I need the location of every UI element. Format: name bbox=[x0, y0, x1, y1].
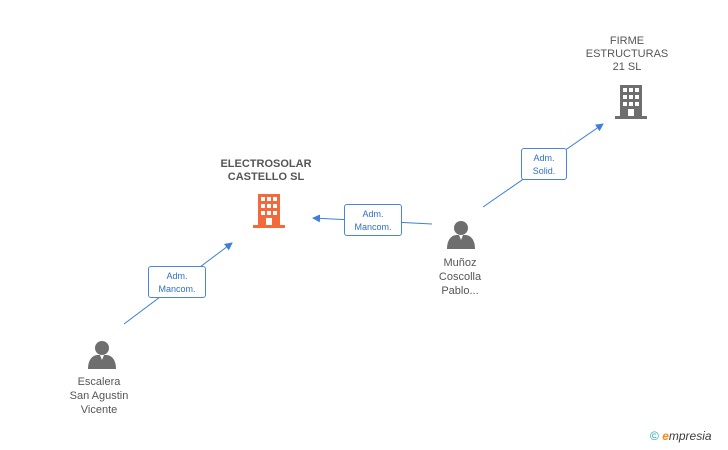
company-node-firme[interactable]: FIRME ESTRUCTURAS 21 SL bbox=[577, 35, 677, 74]
empresia-logo: © empresia bbox=[650, 429, 712, 443]
edge-label-escalera-electrosolar[interactable]: Adm. Mancom. bbox=[148, 266, 206, 298]
person-name-line: San Agustin bbox=[69, 390, 129, 402]
person-name: Muñoz Coscolla Pablo... bbox=[410, 256, 510, 298]
company-name: FIRME ESTRUCTURAS 21 SL bbox=[577, 35, 677, 74]
person-name-line: Vicente bbox=[80, 404, 118, 416]
company-name: ELECTROSOLAR CASTELLO SL bbox=[196, 158, 336, 184]
edge-label-line: Adm. bbox=[533, 153, 555, 163]
person-node-munoz[interactable]: Muñoz Coscolla Pablo... bbox=[410, 256, 510, 298]
company-name-line: FIRME bbox=[609, 35, 645, 47]
copyright-symbol: © bbox=[650, 429, 659, 443]
edge-label-line: Mancom. bbox=[354, 222, 392, 232]
building-icon[interactable] bbox=[615, 85, 647, 119]
person-name-line: Coscolla bbox=[438, 271, 482, 283]
company-node-electrosolar[interactable]: ELECTROSOLAR CASTELLO SL bbox=[196, 158, 336, 184]
person-node-escalera[interactable]: Escalera San Agustin Vicente bbox=[49, 375, 149, 417]
company-name-line: 21 SL bbox=[612, 61, 642, 73]
edge-label-munoz-electrosolar[interactable]: Adm. Mancom. bbox=[344, 204, 402, 236]
person-icon[interactable] bbox=[87, 340, 117, 369]
person-name-line: Escalera bbox=[77, 376, 121, 388]
building-icon[interactable] bbox=[253, 194, 285, 228]
brand-e: e bbox=[662, 429, 669, 443]
edge-label-munoz-firme[interactable]: Adm. Solid. bbox=[521, 148, 567, 180]
person-name-line: Muñoz bbox=[443, 257, 477, 269]
edge-label-line: Adm. bbox=[166, 271, 188, 281]
brand-word: mpresia bbox=[668, 429, 712, 443]
edge-label-line: Adm. bbox=[362, 209, 384, 219]
person-name: Escalera San Agustin Vicente bbox=[49, 375, 149, 417]
edge-label-line: Solid. bbox=[532, 166, 556, 176]
person-name-line: Pablo... bbox=[441, 285, 479, 297]
edge-label-line: Mancom. bbox=[158, 284, 196, 294]
company-name-line: CASTELLO SL bbox=[227, 171, 305, 183]
person-icon[interactable] bbox=[446, 220, 476, 249]
company-name-line: ESTRUCTURAS bbox=[585, 48, 669, 60]
company-name-line: ELECTROSOLAR bbox=[220, 158, 312, 170]
